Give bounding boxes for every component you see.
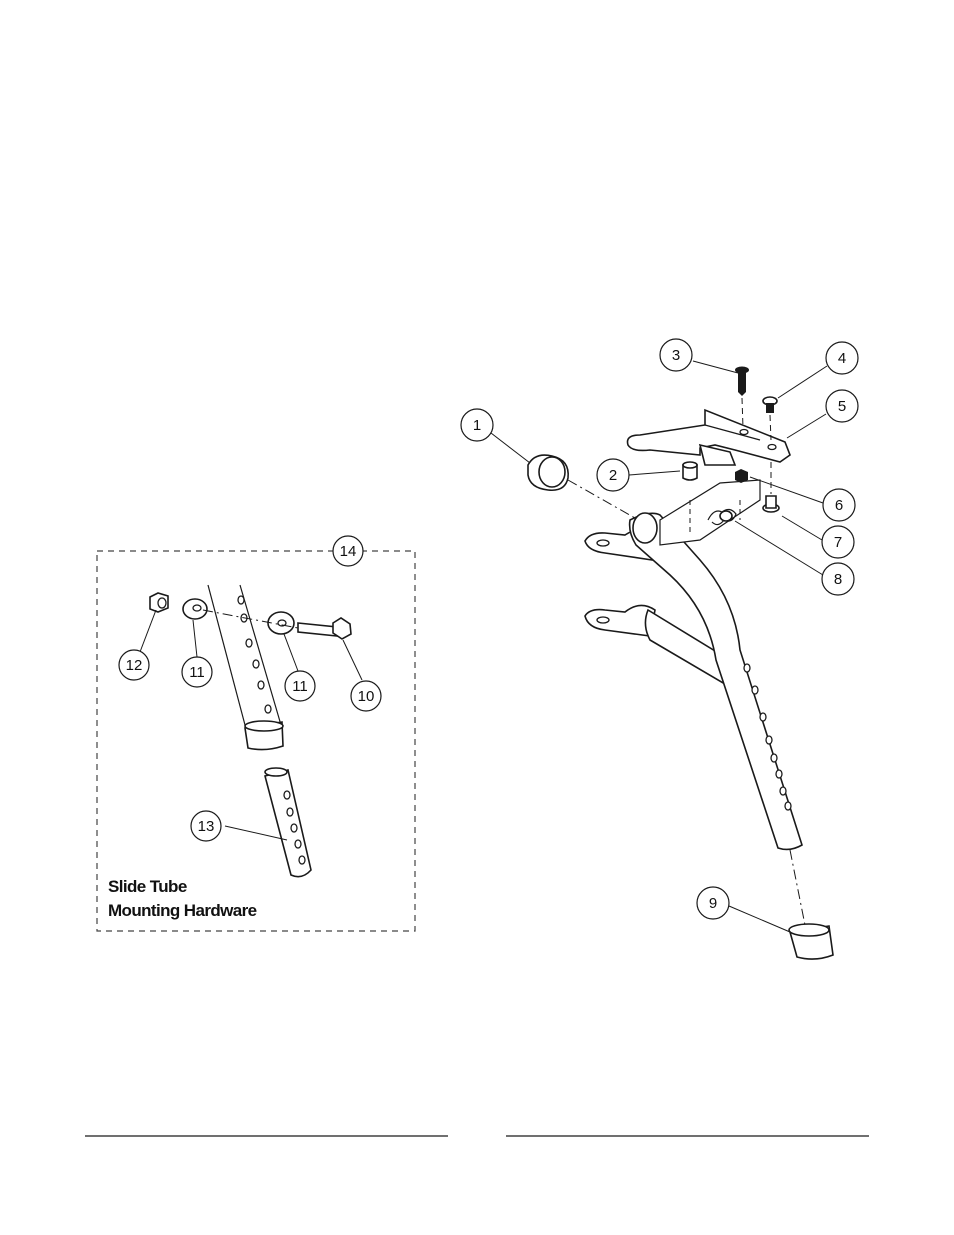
main-assembly: 1 2 3 4 5 6 7 8 [460, 338, 859, 960]
washer-left-part [182, 598, 208, 620]
svg-text:13: 13 [198, 818, 215, 835]
lower-mount-bracket [584, 604, 739, 692]
callout-10: 10 [350, 680, 382, 712]
callout-3: 3 [659, 338, 693, 372]
callout-4: 4 [825, 341, 859, 375]
inset-upper-tube [207, 584, 284, 751]
lock-nut-part [149, 592, 169, 613]
svg-text:8: 8 [834, 571, 842, 588]
svg-text:5: 5 [838, 398, 846, 415]
svg-text:12: 12 [126, 657, 143, 674]
spacer-part [682, 461, 698, 481]
tip-cap-part [788, 923, 834, 960]
screw-3-part [735, 366, 749, 429]
callout-11-right: 11 [284, 670, 316, 702]
callout-13: 13 [190, 810, 222, 842]
svg-text:1: 1 [473, 417, 481, 434]
svg-text:3: 3 [672, 347, 680, 364]
svg-text:7: 7 [834, 534, 842, 551]
callout-12: 12 [118, 649, 150, 681]
washer-right-part [267, 611, 295, 635]
inset-label-line1: Slide Tube [108, 877, 187, 896]
svg-text:11: 11 [292, 678, 308, 695]
callout-7: 7 [821, 525, 855, 559]
svg-text:11: 11 [189, 664, 205, 681]
inset-label-line2: Mounting Hardware [108, 901, 257, 920]
svg-text:4: 4 [838, 350, 846, 367]
callout-5: 5 [825, 389, 859, 423]
svg-text:10: 10 [358, 688, 375, 705]
bushing-7-part [762, 462, 780, 513]
svg-text:14: 14 [340, 543, 357, 560]
spring-8-part [707, 508, 737, 526]
callout-8: 8 [821, 562, 855, 596]
clamp-block [659, 479, 761, 546]
callout-2: 2 [596, 458, 630, 492]
lever-bracket-part [626, 408, 791, 466]
svg-text:6: 6 [835, 497, 843, 514]
inset-dashed-border [96, 550, 416, 932]
callout-9: 9 [696, 886, 730, 920]
hex-bolt-part [202, 609, 352, 640]
inset-slide-tube-hardware: 14 12 11 11 10 13 Slide Tube Mounting Ha… [96, 535, 416, 932]
screw-4-part [762, 396, 778, 441]
callout-11-left: 11 [181, 656, 213, 688]
inset-leader-lines [139, 609, 363, 841]
svg-text:9: 9 [709, 895, 717, 912]
callout-1: 1 [460, 408, 494, 442]
slide-tube-part [264, 767, 312, 878]
main-frame-tube [628, 512, 806, 926]
main-leader-lines [490, 360, 828, 933]
callout-6: 6 [822, 488, 856, 522]
nut-6-part [735, 469, 748, 483]
callout-14: 14 [332, 535, 364, 567]
bumper-cap-part [527, 454, 636, 519]
svg-text:2: 2 [609, 467, 617, 484]
